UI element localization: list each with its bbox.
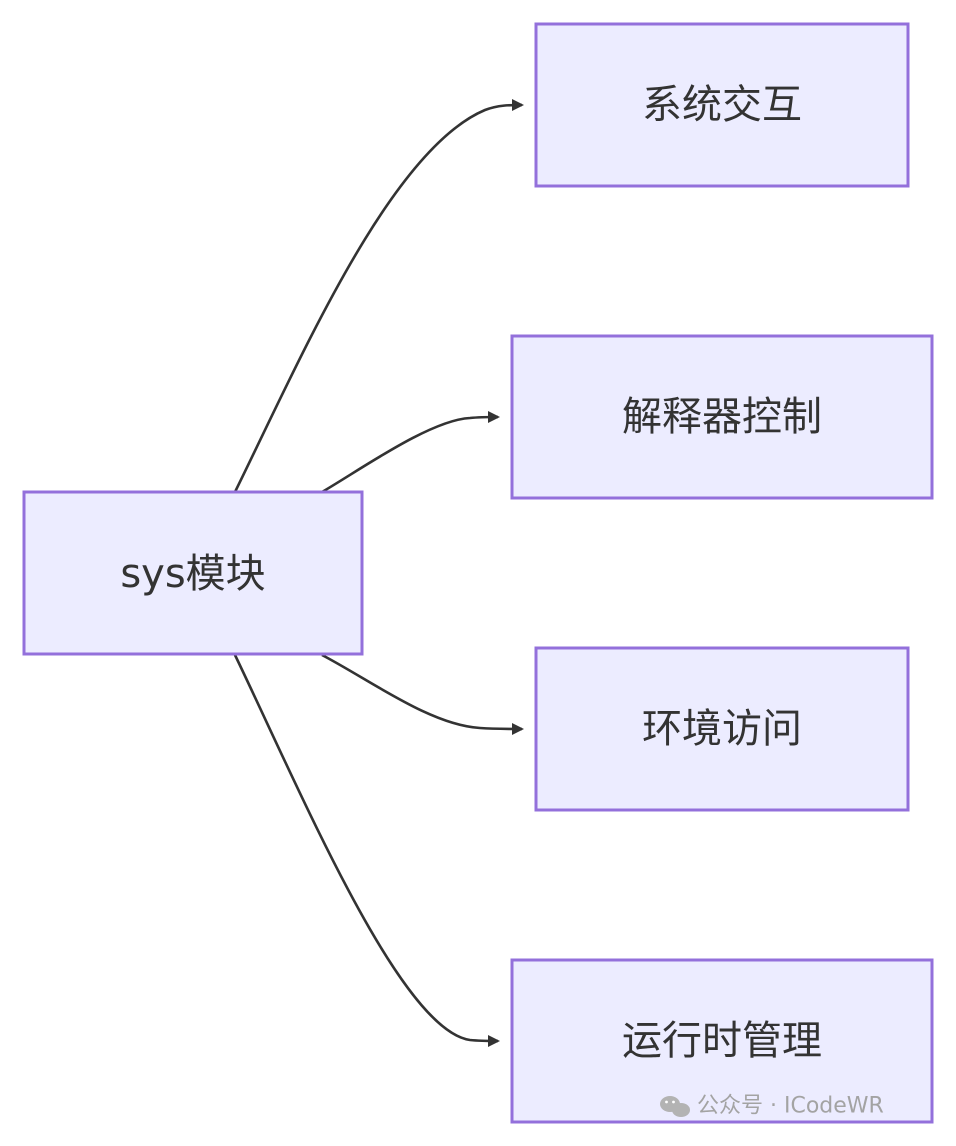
child-node-label-system-interaction: 系统交互 [642,82,802,128]
edge-root-to-interpreter-control [321,411,500,494]
root-node-label: sys模块 [120,551,265,597]
child-node-label-runtime-management: 运行时管理 [622,1018,822,1064]
edge-root-to-system-interaction [233,99,524,493]
root-node: sys模块 [22,490,364,656]
edge-root-to-environment-access [321,653,524,735]
edge-root-to-runtime-management [233,654,500,1047]
wechat-icon [660,1096,690,1117]
child-node-runtime-management: 运行时管理 [510,958,934,1124]
child-node-label-environment-access: 环境访问 [642,706,802,752]
child-node-label-interpreter-control: 解释器控制 [622,394,822,440]
child-node-system-interaction: 系统交互 [534,22,910,188]
child-node-interpreter-control: 解释器控制 [510,334,934,500]
watermark-text: 公众号 · ICodeWR [697,1094,884,1119]
watermark: 公众号 · ICodeWR [660,1094,884,1119]
child-node-environment-access: 环境访问 [534,646,910,812]
